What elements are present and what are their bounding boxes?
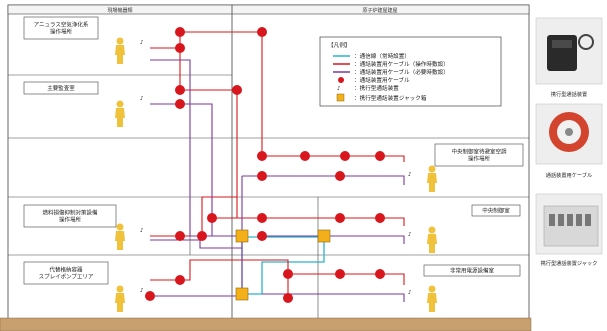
legend-swatch-jack (336, 93, 345, 102)
portable-phone-icon: ♪ (140, 287, 144, 294)
cable-connector (257, 27, 267, 37)
room-label-text: 操作場所 (468, 155, 491, 163)
comm-line (242, 236, 325, 294)
cable-connector (375, 269, 385, 279)
purple-cable (150, 239, 242, 249)
room-label-text: 代替格納容器 (49, 266, 83, 274)
cable-connector (207, 213, 217, 223)
red-cable (150, 47, 238, 219)
legend-item-purple: ：通話装置用ケーブル（必要時敷設） (354, 68, 449, 76)
cable-connector (257, 151, 267, 161)
legend-item-dot: ：通話装置用ケーブル (354, 76, 410, 84)
operator-figure (427, 165, 437, 192)
legend: 【凡例】 ：通信線（常時設置） ：通話装置用ケーブル（操作時敷設） ：通話装置用… (319, 36, 502, 107)
red-cable (150, 196, 237, 237)
portable-phone-icon: ♪ (140, 39, 144, 46)
legend-item-comm: ：通信線（常時設置） (354, 52, 410, 60)
room-label-text: アニュラス空気浄化系 (34, 21, 89, 29)
room-label-text: 主要監査室 (47, 84, 75, 92)
legend-item-phone: ：携行型通話装置 (354, 84, 399, 92)
red-cable (150, 259, 405, 285)
purple-cable (262, 293, 405, 302)
room-label-1: 主要監査室 (23, 81, 99, 95)
cable-connector (257, 231, 267, 241)
jack-box (317, 229, 331, 243)
room-label-6: 非常用電源設備室 (423, 264, 521, 277)
cable-connector (197, 231, 207, 241)
cable-connector (300, 151, 310, 161)
purple-cable (242, 175, 405, 185)
cable-connector (145, 291, 155, 301)
portable-phone-icon: ♪ (140, 95, 144, 102)
room-label-5: 中央制御室 (471, 204, 521, 217)
operator-figure (427, 226, 437, 253)
legend-item-jack: ：携行型通話装置ジャック箱 (354, 94, 427, 102)
header-band (7, 4, 530, 15)
jack-box (235, 287, 249, 301)
portable-phone-icon: ♪ (408, 289, 412, 296)
ground-band (0, 317, 532, 331)
legend-title: 【凡例】 (328, 41, 350, 49)
legend-swatch-dot (338, 77, 344, 83)
cable-connector (257, 213, 267, 223)
room-label-text: 非常用電源設備室 (450, 267, 495, 275)
cable-connector (335, 269, 345, 279)
red-cable (150, 31, 263, 156)
room-label-text: 中央制御室 (482, 207, 510, 215)
room-label-text: スプレイポンプエリア (39, 274, 94, 281)
room-label-text: 操作場所 (50, 28, 73, 36)
cable-connector (283, 293, 293, 303)
room-label-text: 操作場所 (59, 216, 82, 224)
equipment-photo-1: 携行型通話装置 (535, 17, 603, 98)
red-cable (237, 217, 405, 226)
room-label-text: 中央制御室待避室空調 (451, 148, 507, 156)
operator-figure (115, 37, 125, 64)
cable-connector (232, 85, 242, 95)
portable-phone-icon: ♪ (408, 231, 412, 238)
header-right: 原子炉建屋建屋 (362, 7, 397, 14)
operator-figure (115, 100, 125, 127)
jack-box (235, 229, 249, 243)
portable-phone-icon: ♪ (140, 227, 144, 234)
cable-connector (375, 151, 385, 161)
cable-connector (375, 213, 385, 223)
cable-connector (257, 171, 267, 181)
portable-phone-icon: ♪ (408, 171, 412, 178)
cable-connector (175, 43, 185, 53)
photo-caption-1: 携行型通話装置 (551, 90, 587, 98)
cable-connector (175, 275, 185, 285)
legend-item-red: ：通話装置用ケーブル（操作時敷設） (354, 60, 449, 68)
operator-figure (115, 223, 125, 250)
equipment-photo-2: 通話装置用ケーブル (535, 103, 603, 179)
cable-connector (340, 151, 350, 161)
purple-cable (150, 103, 213, 236)
equipment-photo-3: 携行型通話装置ジャック (535, 193, 603, 267)
cable-connector (175, 27, 185, 37)
operator-figure (427, 285, 437, 312)
cable-connector (335, 171, 345, 181)
room-label-text: 燃料損傷抑制対策設備 (42, 209, 98, 217)
purple-cable (150, 59, 242, 237)
cable-connector (175, 231, 185, 241)
cable-connector (175, 85, 185, 95)
photo-caption-2: 通話装置用ケーブル (546, 171, 592, 179)
legend-swatch-phone: ♪ (337, 85, 341, 92)
photo-caption-3: 携行型通話装置ジャック (541, 259, 598, 267)
purple-cable (262, 235, 405, 244)
header-left: 現場機器類 (107, 7, 132, 14)
cable-connector (175, 99, 185, 109)
operator-figure (115, 285, 125, 312)
cable-connector (335, 213, 345, 223)
cable-connector (283, 269, 293, 279)
